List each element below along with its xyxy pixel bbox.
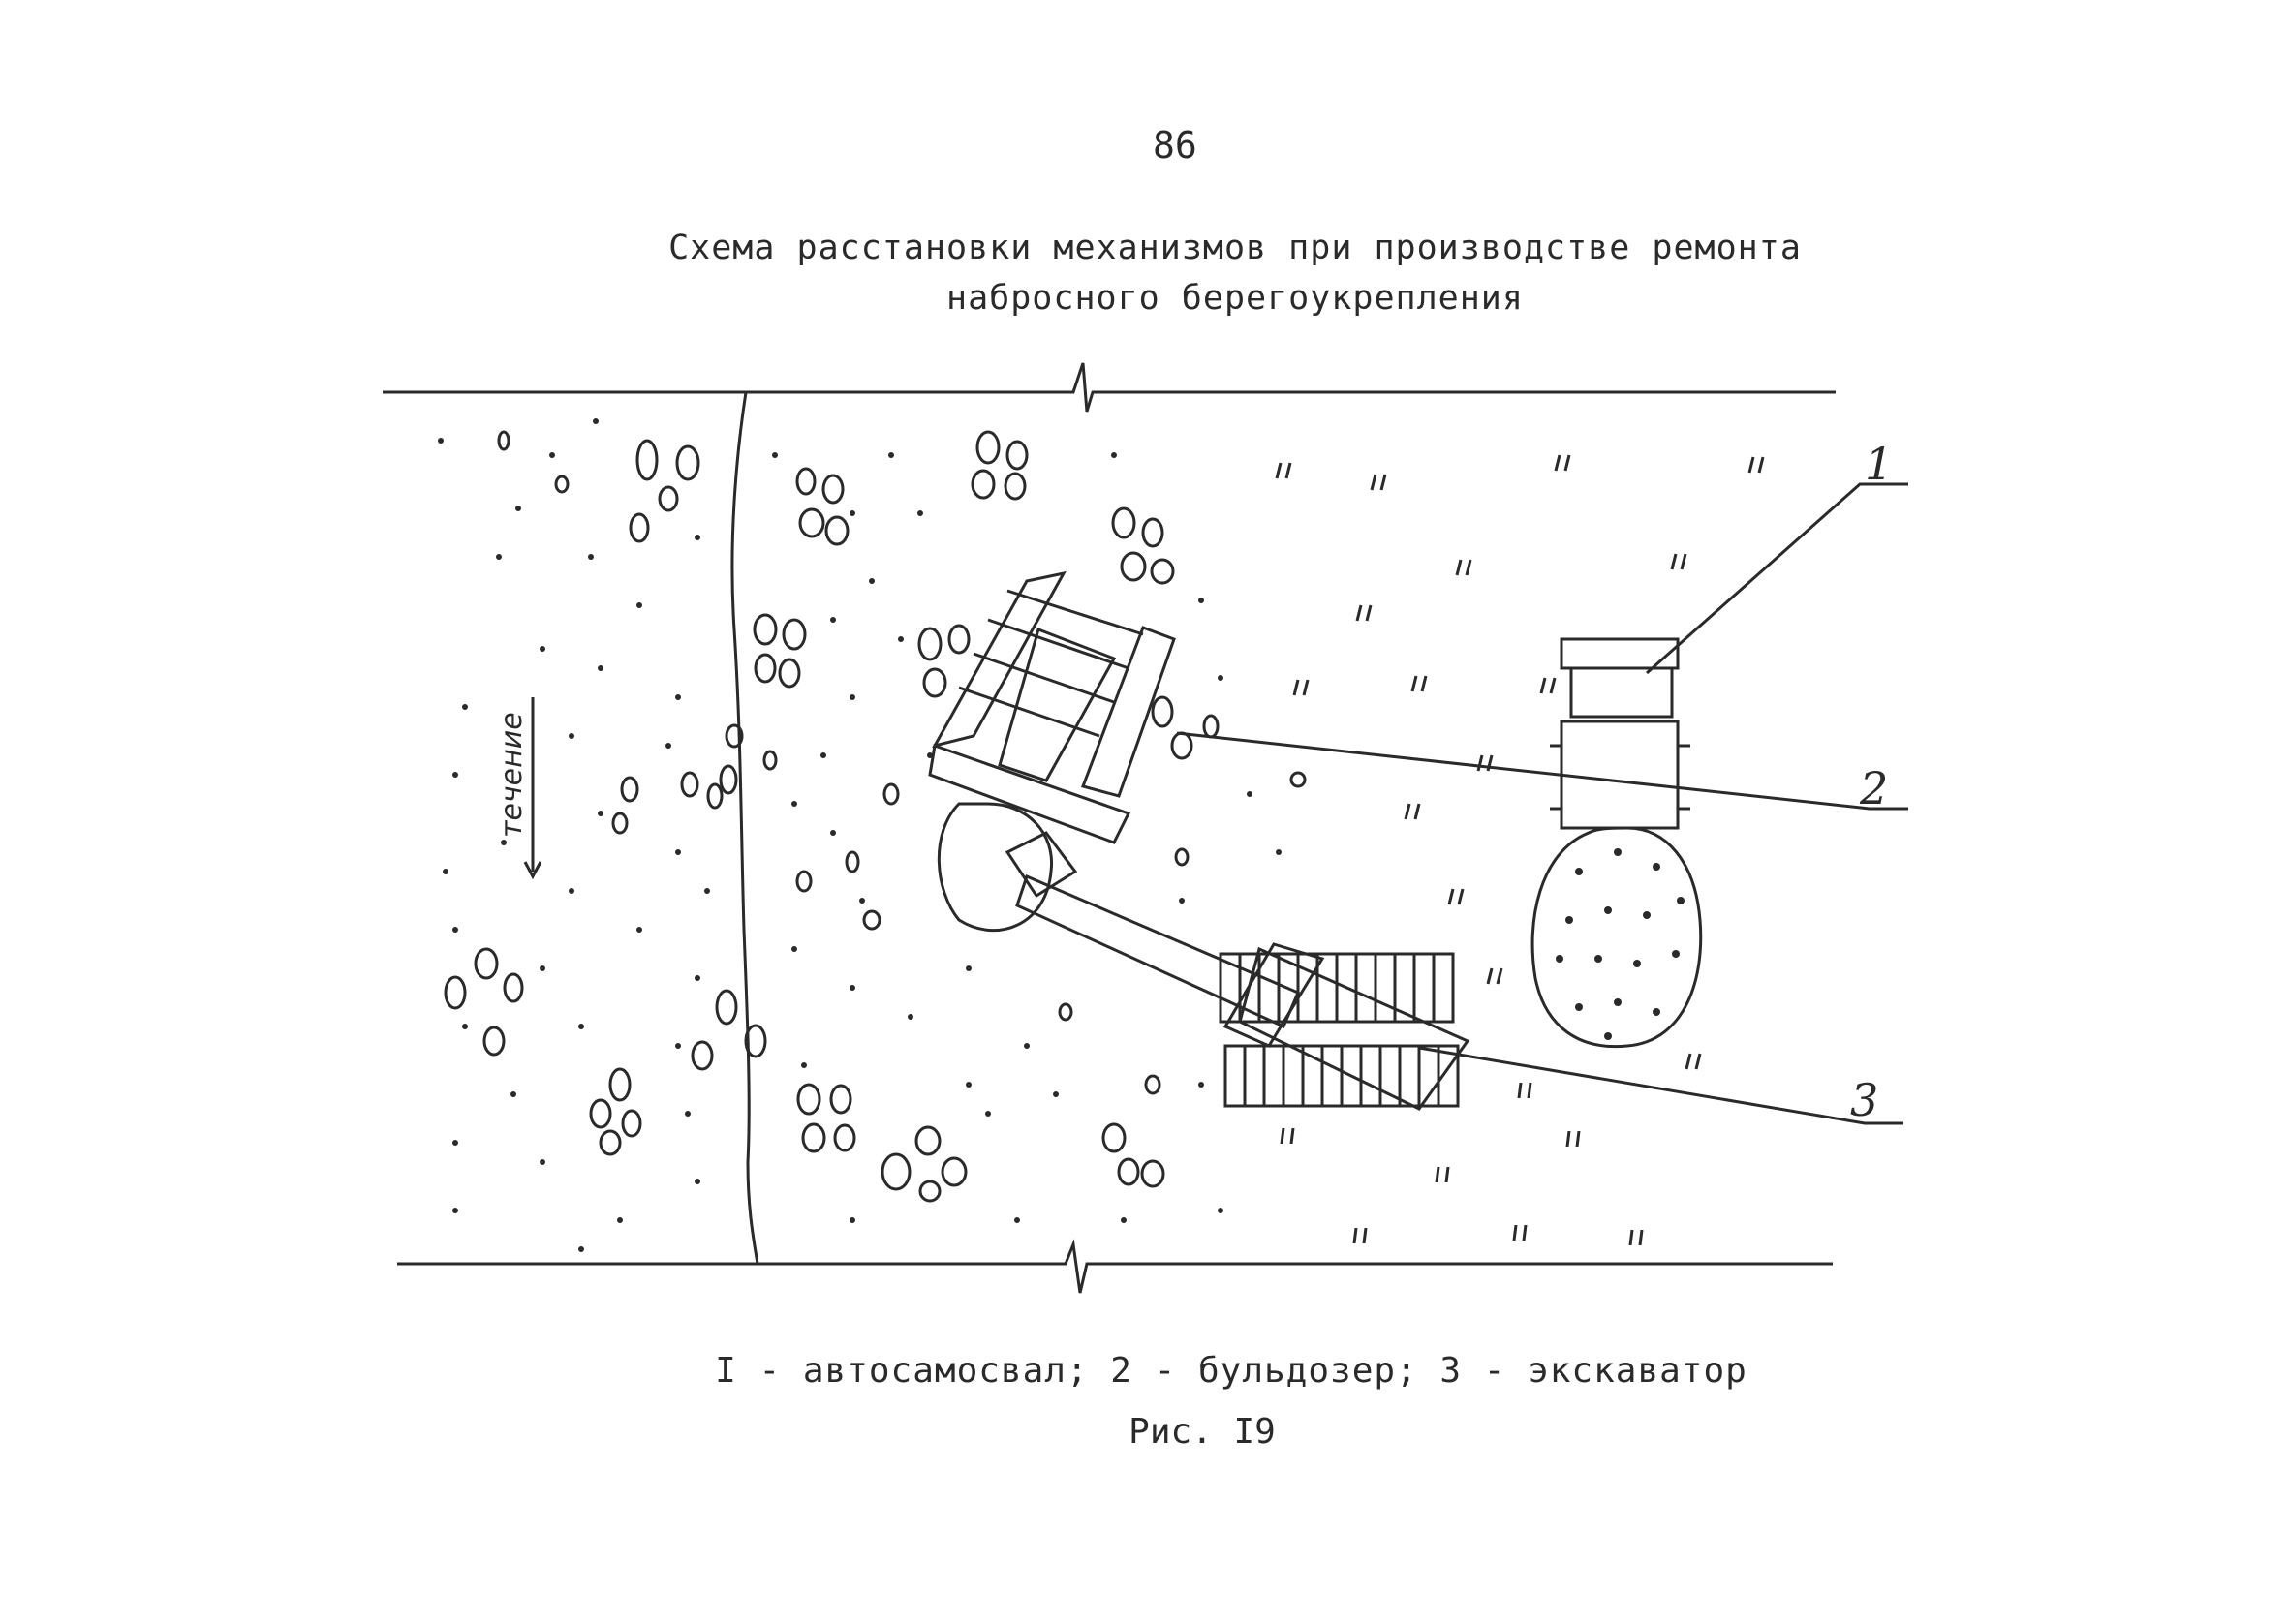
callout-number-1: 1: [1865, 438, 1893, 490]
flow-arrow: [523, 697, 542, 880]
callout-line-1: [1646, 482, 1908, 675]
dump-truck-drawing: [1530, 637, 1703, 1049]
bulldozer-drawing: [928, 570, 1176, 844]
title-line-1: Схема расстановки механизмов при произво…: [668, 229, 1802, 267]
callout-line-3: [1418, 1046, 1903, 1125]
callout-number-3: 3: [1850, 1074, 1878, 1126]
ground-marks: [1275, 454, 1765, 1246]
top-boundary-line: [383, 362, 1836, 413]
callout-number-2: 2: [1859, 762, 1888, 814]
water-edge-line: [730, 391, 759, 1265]
page-number: 86: [1153, 124, 1197, 167]
gravel-dots: [438, 418, 1685, 1252]
excavator-drawing: [937, 802, 1470, 1111]
flow-label: течение: [495, 712, 529, 838]
title-line-2: набросного берегоукрепления: [946, 279, 1524, 318]
diagram-title: Схема расстановки механизмов при произво…: [0, 223, 2288, 323]
bottom-boundary-line: [397, 1239, 1833, 1294]
riprap-stones: [444, 430, 1307, 1203]
figure-caption: Рис. I9: [1129, 1412, 1276, 1452]
callout-line-2: [1176, 731, 1908, 811]
legend: I - автосамосвал; 2 - бульдозер; 3 - экс…: [715, 1351, 1747, 1391]
